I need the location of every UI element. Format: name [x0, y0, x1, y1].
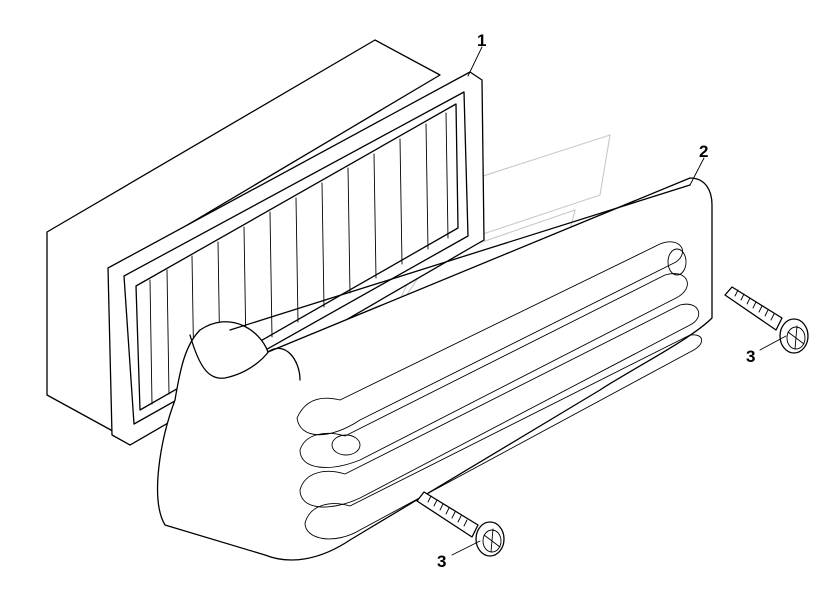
screw-part-3-bottom — [416, 491, 505, 557]
screw-part-3-right — [724, 286, 809, 354]
callout-3-bottom: 3 — [437, 552, 446, 571]
callout-3-right: 3 — [746, 347, 755, 366]
callout-1: 1 — [477, 31, 486, 50]
leader-lines — [451, 46, 787, 556]
callout-2: 2 — [699, 142, 708, 161]
vent-cover-part-2 — [156, 177, 713, 561]
